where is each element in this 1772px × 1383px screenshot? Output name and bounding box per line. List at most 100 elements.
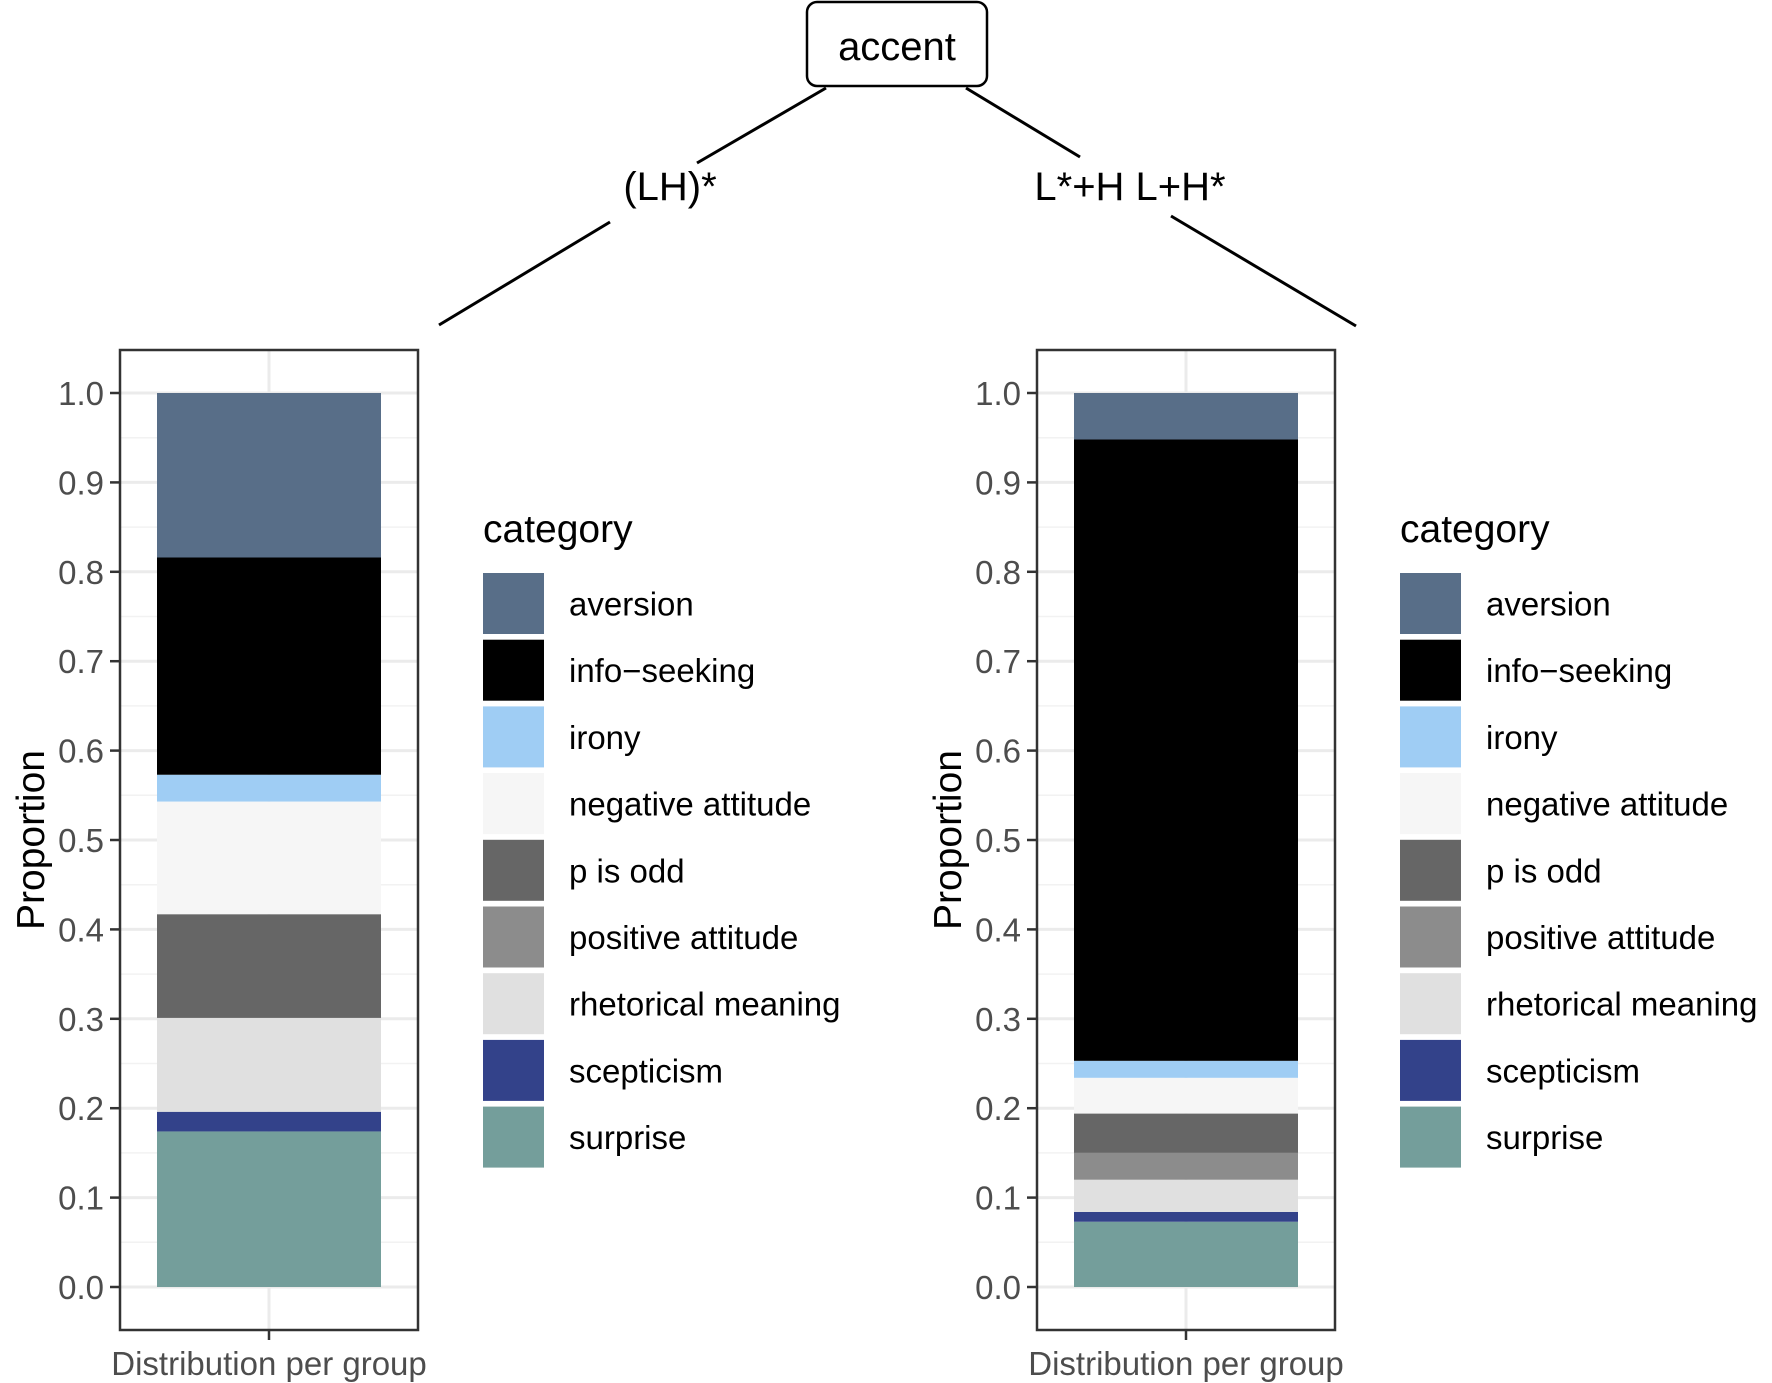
legend-label: negative attitude bbox=[1486, 786, 1728, 823]
legend-label: p is odd bbox=[569, 852, 685, 889]
y-tick-label: 0.2 bbox=[58, 1090, 104, 1127]
legend-swatch bbox=[483, 773, 544, 835]
x-axis: Distribution per group bbox=[1028, 1330, 1344, 1382]
y-tick-label: 0.6 bbox=[58, 733, 104, 770]
y-tick-label: 0.8 bbox=[975, 554, 1021, 591]
y-tick-label: 0.5 bbox=[975, 822, 1021, 859]
legend: category aversion info−seeking irony negativ… bbox=[483, 508, 840, 1168]
y-tick-label: 0.1 bbox=[58, 1180, 104, 1217]
bar-segment-negative-attitude bbox=[157, 801, 381, 915]
y-axis: 0.0 0.1 0.2 0.3 0.4 0.5 0.6 0.7 0.8 0.9 1.0Proport… bbox=[10, 375, 120, 1306]
y-axis-label: Proportion bbox=[10, 750, 53, 930]
stacked-bar bbox=[157, 393, 381, 1287]
panel-lstar-h: 0.0 0.1 0.2 0.3 0.4 0.5 0.6 0.7 0.8 0.9 1.0Proport… bbox=[927, 348, 1757, 1382]
bar-segment-p-is-odd bbox=[157, 914, 381, 1018]
y-tick-label: 0.8 bbox=[58, 554, 104, 591]
tree-line-root-right bbox=[965, 86, 1081, 159]
bar-segment-negative-attitude bbox=[1074, 1077, 1298, 1114]
bar-segment-irony bbox=[1074, 1060, 1298, 1078]
bar-segment-rhetorical-meaning bbox=[157, 1017, 381, 1112]
legend-label: irony bbox=[1486, 719, 1558, 756]
x-tick-label: Distribution per group bbox=[111, 1345, 427, 1382]
legend-title: category bbox=[1400, 508, 1550, 551]
accent-tree: accent (LH)* L*+H L+H* bbox=[438, 0, 1357, 328]
legend-swatch bbox=[1400, 1039, 1461, 1101]
y-tick-label: 0.7 bbox=[58, 643, 104, 680]
y-tick-label: 0.9 bbox=[975, 464, 1021, 501]
y-tick-label: 0.1 bbox=[975, 1180, 1021, 1217]
tree-line-right-branch bbox=[1170, 214, 1357, 328]
legend-label: p is odd bbox=[1486, 852, 1602, 889]
legend-label: info−seeking bbox=[569, 652, 755, 689]
legend-label: scepticism bbox=[1486, 1052, 1640, 1089]
panel-lh: 0.0 0.1 0.2 0.3 0.4 0.5 0.6 0.7 0.8 0.9 1.0Proport… bbox=[10, 348, 840, 1382]
bar-segment-info-seeking bbox=[157, 557, 381, 775]
legend-label: rhetorical meaning bbox=[569, 986, 840, 1023]
legend-swatch bbox=[483, 1106, 544, 1168]
y-tick-label: 0.4 bbox=[975, 911, 1021, 948]
legend-swatch bbox=[483, 706, 544, 768]
legend-swatch bbox=[1400, 1106, 1461, 1168]
y-tick-label: 0.0 bbox=[975, 1269, 1021, 1306]
legend-swatch bbox=[483, 906, 544, 968]
legend-label: positive attitude bbox=[1486, 919, 1715, 956]
legend-swatch bbox=[483, 639, 544, 701]
y-axis-label: Proportion bbox=[927, 750, 970, 930]
legend-swatch bbox=[483, 973, 544, 1035]
bar-segment-info-seeking bbox=[1074, 439, 1298, 1061]
legend-swatch bbox=[483, 573, 544, 634]
legend-swatch bbox=[483, 839, 544, 901]
legend-swatch bbox=[1400, 906, 1461, 968]
legend-title: category bbox=[483, 508, 633, 551]
x-tick-label: Distribution per group bbox=[1028, 1345, 1344, 1382]
y-tick-label: 0.4 bbox=[58, 911, 104, 948]
bar-segment-p-is-odd bbox=[1074, 1113, 1298, 1153]
y-tick-label: 0.6 bbox=[975, 733, 1021, 770]
y-tick-label: 0.3 bbox=[975, 1001, 1021, 1038]
legend-label: negative attitude bbox=[569, 786, 811, 823]
bar-segment-aversion bbox=[157, 393, 381, 558]
legend-label: aversion bbox=[1486, 586, 1611, 623]
root-node-box bbox=[805, 0, 989, 88]
bar-segment-surprise bbox=[157, 1131, 381, 1287]
legend: category aversion info−seeking irony negativ… bbox=[1400, 508, 1757, 1168]
y-tick-label: 0.9 bbox=[58, 464, 104, 501]
y-tick-label: 0.5 bbox=[58, 822, 104, 859]
legend-label: surprise bbox=[1486, 1119, 1603, 1156]
y-tick-label: 1.0 bbox=[58, 375, 104, 412]
bar-segment-positive-attitude bbox=[1074, 1152, 1298, 1180]
legend-swatch bbox=[1400, 839, 1461, 901]
root-node-label: accent bbox=[838, 25, 956, 69]
tree-line-left-branch bbox=[438, 220, 611, 327]
legend-swatch bbox=[1400, 973, 1461, 1035]
legend-swatch bbox=[1400, 573, 1461, 634]
legend-swatch bbox=[1400, 773, 1461, 835]
stacked-bar bbox=[1074, 393, 1298, 1287]
legend-swatch bbox=[483, 1039, 544, 1101]
legend-label: scepticism bbox=[569, 1052, 723, 1089]
bar-segment-rhetorical-meaning bbox=[1074, 1179, 1298, 1212]
y-tick-label: 0.2 bbox=[975, 1090, 1021, 1127]
y-tick-label: 0.0 bbox=[58, 1269, 104, 1306]
bar-segment-surprise bbox=[1074, 1221, 1298, 1287]
y-axis: 0.0 0.1 0.2 0.3 0.4 0.5 0.6 0.7 0.8 0.9 1.0Proport… bbox=[927, 375, 1037, 1306]
bar-segment-scepticism bbox=[1074, 1211, 1298, 1222]
legend-label: info−seeking bbox=[1486, 652, 1672, 689]
legend-label: positive attitude bbox=[569, 919, 798, 956]
bar-segment-aversion bbox=[1074, 393, 1298, 440]
bar-segment-irony bbox=[157, 774, 381, 802]
tree-line-root-left bbox=[696, 86, 827, 165]
legend-label: surprise bbox=[569, 1119, 686, 1156]
x-axis: Distribution per group bbox=[111, 1330, 427, 1382]
y-tick-label: 0.7 bbox=[975, 643, 1021, 680]
legend-label: aversion bbox=[569, 586, 694, 623]
y-tick-label: 0.3 bbox=[58, 1001, 104, 1038]
legend-swatch bbox=[1400, 639, 1461, 701]
legend-label: irony bbox=[569, 719, 641, 756]
legend-label: rhetorical meaning bbox=[1486, 986, 1757, 1023]
branch-label-lstar-h: L*+H L+H* bbox=[1034, 165, 1225, 209]
y-tick-label: 1.0 bbox=[975, 375, 1021, 412]
legend-swatch bbox=[1400, 706, 1461, 768]
bar-segment-scepticism bbox=[157, 1111, 381, 1132]
